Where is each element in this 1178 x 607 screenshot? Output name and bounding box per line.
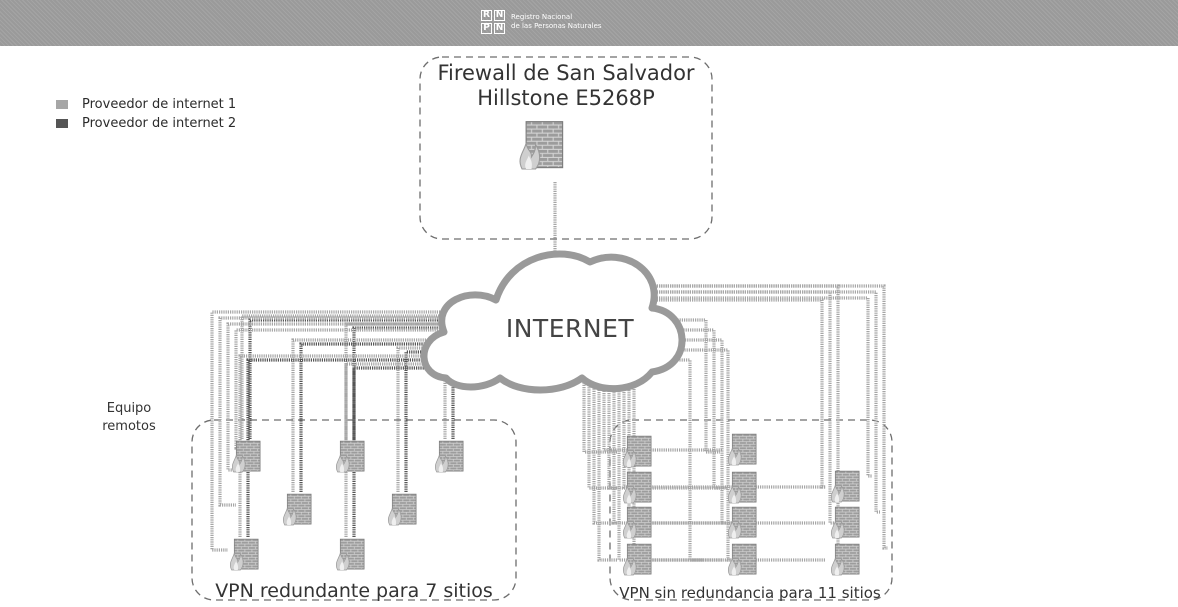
redundant-bypass-line (210, 310, 460, 552)
remote-firewall-icon (727, 543, 757, 576)
remote-firewall-icon (622, 435, 652, 468)
logo-line2: de las Personas Naturales (511, 22, 602, 30)
non-redundant-right-line (648, 290, 880, 514)
legend-item-provider-1: Proveedor de internet 1 (56, 95, 236, 114)
legend-label: Proveedor de internet 2 (82, 116, 237, 131)
remote-firewall-icon (830, 543, 860, 576)
remote-firewall-icon (387, 493, 417, 526)
remote-firewall-icon (335, 538, 365, 571)
legend-label: Proveedor de internet 1 (82, 97, 237, 112)
remote-firewall-icon (622, 506, 652, 539)
remote-line1: Equipo (106, 401, 152, 416)
redundant-link-provider2 (352, 326, 460, 439)
remote-firewall-icon (335, 440, 365, 473)
remote-firewall-icon (282, 493, 312, 526)
non-redundant-group-frame (609, 419, 893, 601)
non-redundant-link (582, 380, 617, 454)
logo-line1: Registro Nacional (511, 13, 573, 21)
redundant-link-provider1 (344, 322, 460, 439)
legend-swatch-icon (56, 119, 68, 128)
non-redundant-link (592, 380, 617, 525)
remote-line2: remotos (102, 419, 156, 434)
remote-firewall-icon (727, 433, 757, 466)
non-redundant-right-line (648, 296, 872, 478)
legend-swatch-icon (56, 100, 68, 109)
remote-firewall-icon (229, 538, 259, 571)
redundant-group-frame (191, 419, 517, 601)
main-firewall-icon (519, 120, 564, 170)
non-redundant-link (597, 380, 617, 562)
non-redundant-mid-line (664, 358, 704, 562)
remote-equipment-label: Equipo remotos (84, 400, 174, 436)
remote-firewall-icon (830, 506, 860, 539)
remote-firewall-icon (830, 470, 860, 503)
header-banner: R N P N Registro Nacional de las Persona… (0, 0, 1178, 46)
legend: Proveedor de internet 1 Proveedor de int… (56, 95, 236, 133)
non-redundant-vpn-label: VPN sin redundancia para 11 sitios (619, 584, 881, 602)
rnpn-logo: R N P N Registro Nacional de las Persona… (481, 10, 602, 34)
non-redundant-link (622, 380, 825, 489)
non-redundant-link (617, 380, 722, 562)
redundant-link-provider2 (246, 358, 460, 537)
firewall-title-line2: Hillstone E5268P (477, 86, 655, 110)
firewall-title-line1: Firewall de San Salvador (437, 61, 695, 85)
logo-letter: N (494, 23, 505, 34)
legend-item-provider-2: Proveedor de internet 2 (56, 114, 236, 133)
remote-firewall-icon (622, 471, 652, 504)
logo-letter: P (481, 23, 492, 34)
internet-cloud (420, 250, 686, 394)
remote-firewall-icon (434, 440, 464, 473)
firewall-frame (419, 56, 713, 240)
non-redundant-right-line (648, 284, 888, 550)
redundant-link-provider1 (291, 338, 460, 492)
remote-firewall-icon (727, 506, 757, 539)
remote-firewall-icon (727, 471, 757, 504)
firewall-title: Firewall de San Salvador Hillstone E5268… (428, 61, 704, 111)
redundant-bypass-line (218, 316, 460, 507)
redundant-link-provider2 (248, 318, 460, 439)
internet-label: INTERNET (505, 314, 635, 343)
remote-firewall-icon (622, 543, 652, 576)
redundant-link-provider2 (299, 342, 460, 492)
redundant-vpn-label: VPN redundante para 7 sitios (215, 580, 493, 602)
remote-firewall-icon (231, 440, 261, 473)
logo-letter: N (494, 10, 505, 21)
redundant-link-provider1 (238, 354, 460, 537)
non-redundant-right-line (648, 298, 826, 489)
logo-letter: R (481, 10, 492, 21)
non-redundant-link (607, 380, 722, 490)
